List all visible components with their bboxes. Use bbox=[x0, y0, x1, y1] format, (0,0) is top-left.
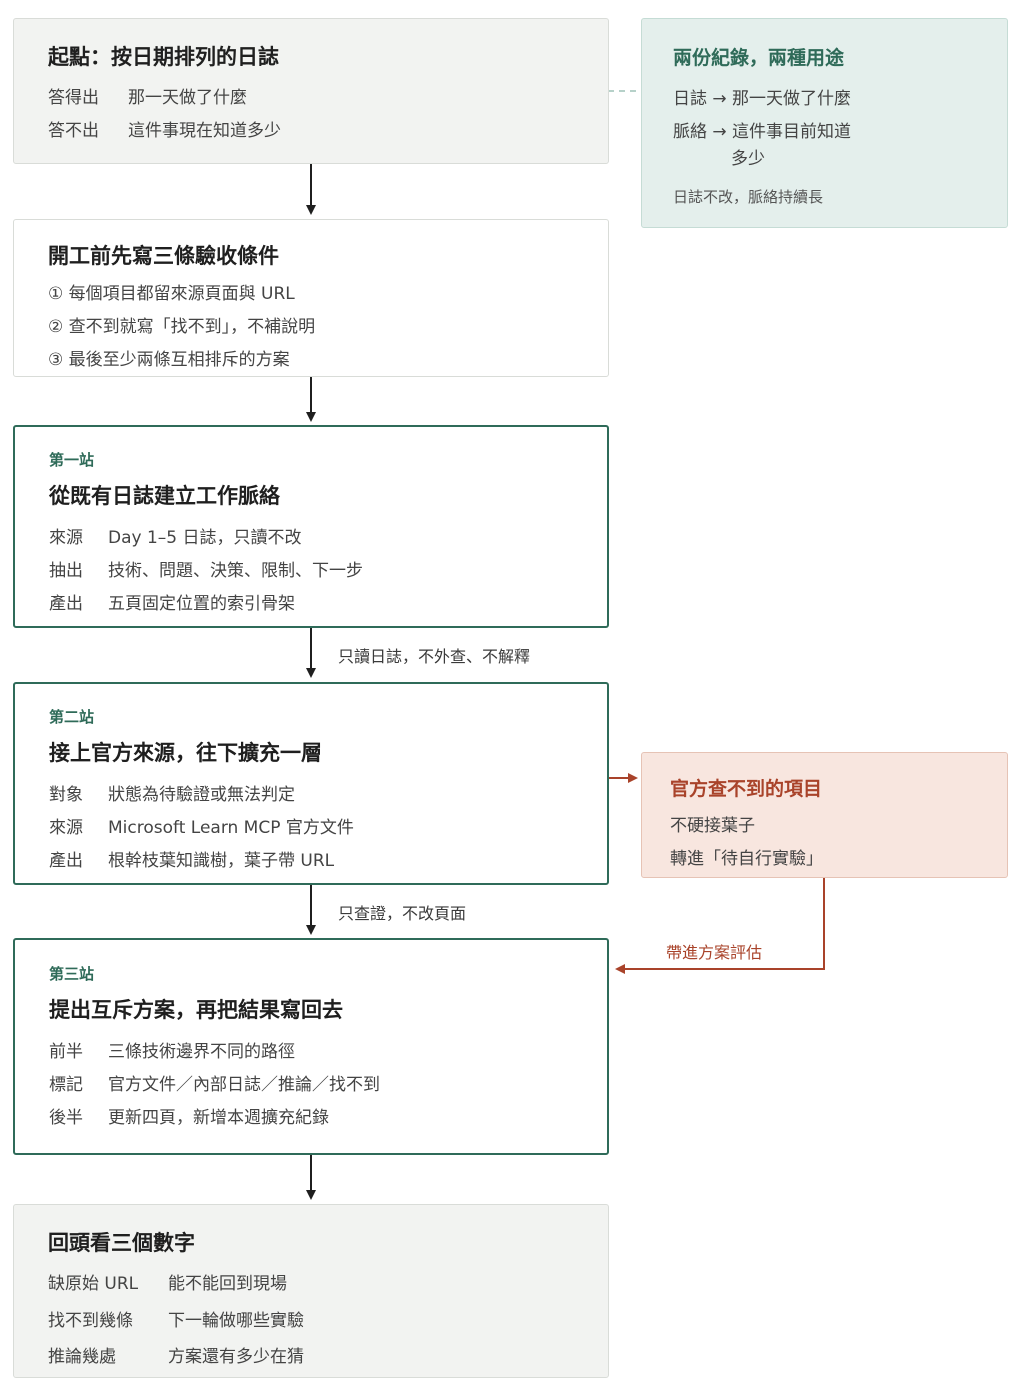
records-title: 兩份紀錄，兩種用途 bbox=[673, 47, 845, 69]
start-box: 起點：按日期排列的日誌 答得出 那一天做了什麼 答不出 這件事現在知道多少 bbox=[13, 18, 609, 164]
stage2-tag: 第二站 bbox=[49, 708, 95, 726]
start-row-1: 答得出 那一天做了什麼 bbox=[48, 88, 247, 108]
review-row-2: 找不到幾條 下一輪做哪些實驗 bbox=[48, 1311, 304, 1331]
stage1-row-1: 來源 Day 1–5 日誌，只讀不改 bbox=[49, 528, 302, 548]
notfound-title: 官方查不到的項目 bbox=[670, 778, 823, 800]
review-row-3: 推論幾處 方案還有多少在猜 bbox=[48, 1347, 304, 1367]
stage1-row-3: 產出 五頁固定位置的索引骨架 bbox=[49, 594, 295, 614]
stage1-title: 從既有日誌建立工作脈絡 bbox=[49, 484, 280, 508]
stage3-row-2: 標記 官方文件／內部日誌／推論／找不到 bbox=[49, 1075, 380, 1095]
criteria-item-1: ① 每個項目都留來源頁面與 URL bbox=[48, 284, 295, 304]
stage1-tag: 第一站 bbox=[49, 451, 95, 469]
review-box: 回頭看三個數字 缺原始 URL 能不能回到現場 找不到幾條 下一輪做哪些實驗 推… bbox=[13, 1204, 609, 1378]
stage2-title: 接上官方來源，往下擴充一層 bbox=[49, 741, 322, 765]
stage2-row-2: 來源 Microsoft Learn MCP 官方文件 bbox=[49, 818, 354, 838]
records-box: 兩份紀錄，兩種用途 日誌 → 那一天做了什麼 脈絡 → 這件事目前知道 多少 日… bbox=[641, 18, 1008, 228]
stage1-row-2: 抽出 技術、問題、決策、限制、下一步 bbox=[49, 561, 363, 581]
notfound-line-2: 轉進「待自行實驗」 bbox=[670, 849, 823, 869]
arrow-notfound-stage3 bbox=[615, 878, 825, 974]
records-line-2b: 多少 bbox=[731, 149, 765, 169]
records-line-2: 脈絡 → 這件事目前知道 bbox=[673, 122, 852, 142]
connector-label-1: 只讀日誌，不外查、不解釋 bbox=[338, 647, 531, 666]
notfound-line-1: 不硬接葉子 bbox=[670, 816, 755, 836]
stage1-box: 第一站 從既有日誌建立工作脈絡 來源 Day 1–5 日誌，只讀不改 抽出 技術… bbox=[13, 425, 609, 628]
records-line-1: 日誌 → 那一天做了什麼 bbox=[673, 89, 852, 109]
criteria-title: 開工前先寫三條驗收條件 bbox=[48, 244, 279, 268]
criteria-box: 開工前先寫三條驗收條件 ① 每個項目都留來源頁面與 URL ② 查不到就寫「找不… bbox=[13, 219, 609, 377]
stage3-row-1: 前半 三條技術邊界不同的路徑 bbox=[49, 1042, 295, 1062]
stage2-box: 第二站 接上官方來源，往下擴充一層 對象 狀態為待驗證或無法判定 來源 Micr… bbox=[13, 682, 609, 885]
stage3-box: 第三站 提出互斥方案，再把結果寫回去 前半 三條技術邊界不同的路徑 標記 官方文… bbox=[13, 938, 609, 1155]
stage3-tag: 第三站 bbox=[49, 965, 95, 983]
start-row-2: 答不出 這件事現在知道多少 bbox=[48, 121, 281, 141]
review-row-1: 缺原始 URL 能不能回到現場 bbox=[48, 1274, 287, 1294]
criteria-item-3: ③ 最後至少兩條互相排斥的方案 bbox=[48, 350, 290, 370]
records-note: 日誌不改，脈絡持續長 bbox=[673, 188, 824, 206]
notfound-box: 官方查不到的項目 不硬接葉子 轉進「待自行實驗」 bbox=[641, 752, 1008, 878]
start-title: 起點：按日期排列的日誌 bbox=[48, 45, 279, 69]
stage3-row-3: 後半 更新四頁，新增本週擴充紀錄 bbox=[49, 1108, 329, 1128]
connector-label-2: 只查證，不改頁面 bbox=[338, 904, 467, 923]
review-title: 回頭看三個數字 bbox=[48, 1231, 195, 1255]
connector-label-3: 帶進方案評估 bbox=[666, 943, 763, 962]
stage2-row-1: 對象 狀態為待驗證或無法判定 bbox=[49, 785, 295, 805]
stage3-title: 提出互斥方案，再把結果寫回去 bbox=[49, 998, 343, 1022]
criteria-item-2: ② 查不到就寫「找不到」，不補說明 bbox=[48, 317, 316, 337]
stage2-row-3: 產出 根幹枝葉知識樹，葉子帶 URL bbox=[49, 851, 335, 871]
